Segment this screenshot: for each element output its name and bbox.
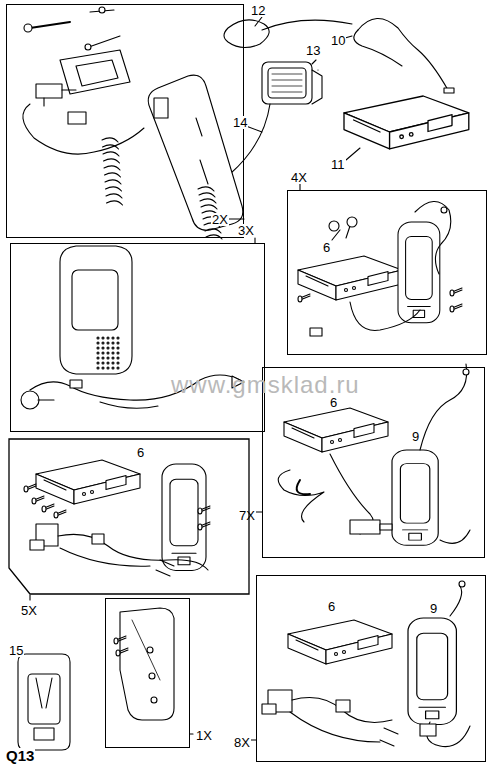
callout-number: 6 xyxy=(136,446,145,459)
quantity-label: 7X xyxy=(238,509,256,522)
kit-panel: 2X xyxy=(6,4,244,238)
kit-panel: 1X xyxy=(105,598,190,748)
callout-number: 10 xyxy=(330,34,346,47)
figure-code: Q13 xyxy=(5,748,35,763)
callout-number: 12 xyxy=(250,4,266,17)
quantity-label: 4X xyxy=(290,171,308,184)
callout-number: 6 xyxy=(329,396,338,409)
kit-panel: 4X6 xyxy=(287,190,487,355)
kit-panel: 3X xyxy=(10,243,265,432)
callout-number: 14 xyxy=(232,116,248,129)
callout-number: 15 xyxy=(8,644,24,657)
callout-number: 6 xyxy=(322,241,331,254)
quantity-label: 1X xyxy=(195,729,213,742)
callout-number: 9 xyxy=(411,430,420,443)
quantity-label: 2X xyxy=(211,213,229,226)
callout-number: 11 xyxy=(330,158,346,171)
panel-outline xyxy=(8,438,250,595)
callout-number: 13 xyxy=(305,44,321,57)
quantity-label: 5X xyxy=(20,604,38,617)
kit-panel: 65X xyxy=(8,438,250,595)
kit-panel: 698X xyxy=(256,575,486,762)
callout-number: 9 xyxy=(429,602,438,615)
callout-number: 6 xyxy=(327,600,336,613)
watermark: www.gmsklad.ru xyxy=(170,373,361,397)
quantity-label: 3X xyxy=(237,224,255,237)
quantity-label: 8X xyxy=(233,736,251,749)
